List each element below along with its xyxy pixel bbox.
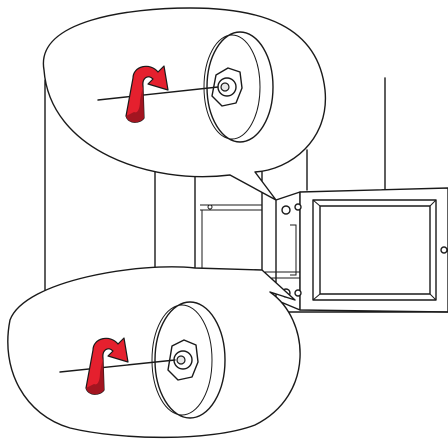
lower-hex-nut-icon — [167, 339, 199, 381]
upper-screw-icon — [281, 205, 291, 215]
lower-rotate-arrow-icon — [85, 337, 129, 395]
lower-callout — [7, 266, 301, 439]
upper-hex-nut-icon — [211, 67, 243, 107]
upper-rotate-arrow-icon — [125, 65, 169, 123]
side-module — [265, 187, 448, 313]
upper-callout — [42, 7, 327, 201]
